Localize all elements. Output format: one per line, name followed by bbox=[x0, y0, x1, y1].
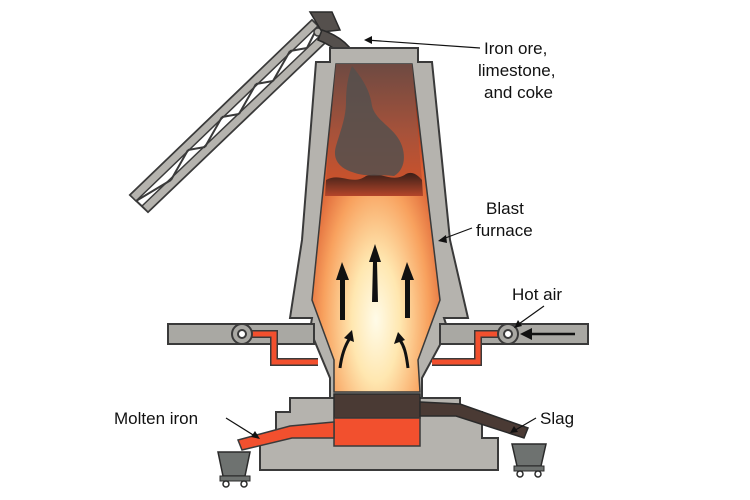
conveyor-belt bbox=[128, 18, 332, 214]
molten-iron-pool bbox=[333, 417, 421, 447]
leader-arrowheads bbox=[251, 36, 522, 439]
slag-layer bbox=[333, 393, 421, 419]
label-furnace-line-1: Blast bbox=[486, 199, 524, 218]
label-molten-iron: Molten iron bbox=[114, 409, 198, 428]
up-arrow-icon bbox=[369, 244, 381, 302]
label-hot-air: Hot air bbox=[512, 285, 562, 304]
tuyere-left bbox=[231, 323, 318, 366]
hot-air-arrow-icon bbox=[520, 328, 575, 340]
up-arrow-icon bbox=[336, 262, 349, 320]
iron-ladle-cart bbox=[217, 451, 251, 488]
label-slag: Slag bbox=[540, 409, 574, 428]
curved-up-arrow-icon bbox=[394, 332, 410, 369]
heat-flow-arrows bbox=[336, 244, 414, 369]
label-ore-line-3: and coke bbox=[484, 83, 553, 102]
label-ore-line-1: Iron ore, bbox=[484, 39, 547, 58]
label-furnace-line-2: furnace bbox=[476, 221, 533, 240]
label-ore-line-2: limestone, bbox=[478, 61, 555, 80]
molten-iron-channel bbox=[236, 421, 335, 451]
slag-cart bbox=[511, 443, 547, 478]
curved-up-arrow-icon bbox=[338, 330, 354, 369]
slag-channel bbox=[419, 401, 529, 439]
up-arrow-icon bbox=[401, 262, 414, 318]
ore-pile bbox=[334, 66, 404, 176]
tuyere-right bbox=[432, 323, 519, 366]
